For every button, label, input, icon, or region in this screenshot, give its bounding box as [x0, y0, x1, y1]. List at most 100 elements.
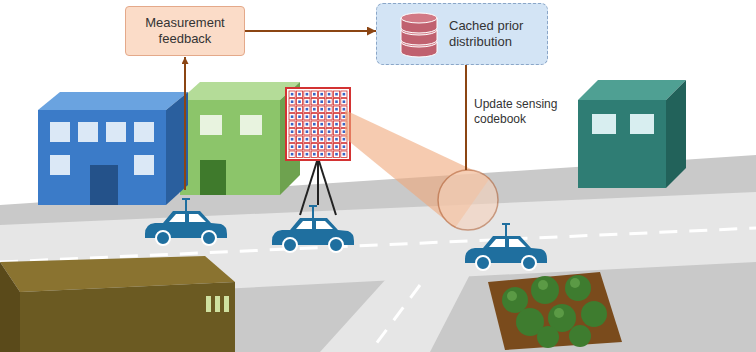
antenna-array — [286, 88, 350, 215]
teal-building — [578, 100, 666, 188]
antenna-array — [304, 99, 310, 105]
sensing-beam — [345, 110, 498, 230]
antenna-array — [304, 121, 310, 127]
trees — [554, 308, 564, 318]
blue-building — [134, 122, 154, 142]
antenna-array — [291, 145, 294, 148]
antenna-array — [319, 91, 325, 97]
storage-box: Cached prior distribution — [376, 3, 548, 65]
antenna-array — [298, 138, 301, 141]
blue-building — [38, 92, 188, 110]
ground — [0, 228, 756, 262]
antenna-array — [320, 108, 323, 111]
antenna-array — [319, 106, 325, 112]
antenna-array — [296, 99, 302, 105]
antenna-array — [335, 108, 338, 111]
database-icon — [397, 12, 441, 58]
antenna-array — [328, 115, 331, 118]
antenna-array — [320, 93, 323, 96]
antenna-array — [291, 108, 294, 111]
codebook-line — [465, 65, 467, 170]
trees — [570, 278, 580, 288]
antenna-array — [319, 151, 325, 157]
vehicles — [145, 199, 227, 245]
antenna-array — [289, 144, 295, 150]
antenna-array — [306, 115, 309, 118]
antenna-array — [306, 138, 309, 141]
antenna-array — [341, 144, 347, 150]
trees — [538, 280, 548, 290]
antenna-array — [313, 108, 316, 111]
antenna-array — [313, 123, 316, 126]
antenna-array — [313, 115, 316, 118]
antenna-array — [291, 130, 294, 133]
annotation-label: Update sensing codebook — [474, 97, 592, 127]
brown-building — [0, 256, 235, 352]
antenna-array — [289, 136, 295, 142]
antenna-array — [326, 129, 332, 135]
antenna-array — [333, 99, 339, 105]
antenna-array — [298, 108, 301, 111]
antenna-array — [289, 99, 295, 105]
antenna-array — [343, 115, 346, 118]
trees — [537, 326, 559, 348]
antenna-array — [333, 151, 339, 157]
antenna-array — [298, 100, 301, 103]
antenna-array — [319, 136, 325, 142]
antenna-array — [304, 144, 310, 150]
antenna-array — [306, 123, 309, 126]
antenna-array — [335, 153, 338, 156]
vehicles — [465, 224, 547, 270]
antenna-array — [343, 93, 346, 96]
antenna-array — [335, 145, 338, 148]
blue-building — [78, 122, 98, 142]
antenna-array — [311, 91, 317, 97]
antenna-array — [286, 88, 350, 160]
antenna-array — [320, 115, 323, 118]
antenna-array — [291, 153, 294, 156]
trees — [488, 272, 622, 350]
brown-building — [0, 262, 20, 352]
trees — [569, 325, 591, 347]
antenna-array — [343, 130, 346, 133]
antenna-array — [298, 130, 301, 133]
antenna-array — [326, 114, 332, 120]
antenna-array — [313, 100, 316, 103]
feedback-arrow — [184, 57, 186, 190]
antenna-array — [291, 115, 294, 118]
antenna-array — [328, 93, 331, 96]
blue-building — [38, 92, 188, 205]
trees — [488, 272, 622, 350]
antenna-array — [317, 158, 319, 205]
green-building — [200, 115, 222, 135]
antenna-array — [296, 151, 302, 157]
antenna-array — [298, 153, 301, 156]
antenna-array — [341, 151, 347, 157]
antenna-array — [289, 151, 295, 157]
antenna-array — [289, 129, 295, 135]
antenna-array — [296, 129, 302, 135]
antenna-array — [326, 91, 332, 97]
trees — [507, 291, 517, 301]
antenna-array — [291, 123, 294, 126]
antenna-array — [296, 136, 302, 142]
antenna-array — [296, 114, 302, 120]
green-building — [240, 115, 262, 135]
antenna-array — [319, 121, 325, 127]
antenna-array — [328, 153, 331, 156]
ground — [0, 192, 756, 300]
antenna-array — [343, 100, 346, 103]
antenna-array — [306, 108, 309, 111]
antenna-array — [328, 130, 331, 133]
antenna-array — [298, 93, 301, 96]
blue-building — [134, 155, 154, 175]
ground — [370, 285, 420, 352]
antenna-array — [335, 138, 338, 141]
antenna-array — [311, 121, 317, 127]
teal-building — [578, 80, 686, 188]
antenna-array — [326, 144, 332, 150]
antenna-array — [335, 123, 338, 126]
antenna-array — [291, 100, 294, 103]
sensing-beam — [438, 170, 498, 230]
antenna-array — [311, 136, 317, 142]
